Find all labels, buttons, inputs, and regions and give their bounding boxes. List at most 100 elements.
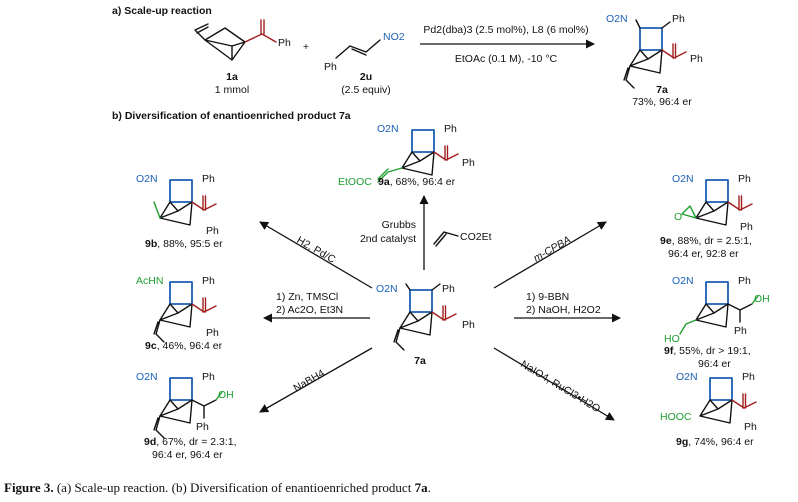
scaleup-conditions-top: Pd2(dba)3 (2.5 mol%), L8 (6 mol%) xyxy=(423,24,588,36)
arrow-to-9g xyxy=(493,347,615,421)
substrate-1a-ph: Ph xyxy=(278,37,291,49)
center-7a-ph2: Ph xyxy=(462,319,475,331)
reagent-9g: NaIO4, RuCl3•H2O xyxy=(518,358,602,415)
product-7a-result: 73%, 96:4 er xyxy=(632,96,692,108)
product-9d-ph2: Ph xyxy=(196,421,209,433)
caption-bold-end: 7a xyxy=(415,480,429,495)
diversification-heading: b) Diversification of enantioenriched pr… xyxy=(112,110,351,122)
product-9a-ester: EtOOC xyxy=(338,176,372,188)
reagent-9c-line1: 1) Zn, TMSCl xyxy=(276,291,338,303)
product-9a-ph2: Ph xyxy=(462,157,475,169)
product-9e-result-1: , 88%, dr = 2.5:1, xyxy=(672,235,752,247)
substrate-2u-amount: (2.5 equiv) xyxy=(341,84,391,96)
product-9e-caption-1: 9e, 88%, dr = 2.5:1, xyxy=(660,235,752,247)
reagent-9a-olefin xyxy=(433,231,459,247)
product-9g-caption: 9g, 74%, 96:4 er xyxy=(676,436,754,448)
substrate-1a-structure: Ph xyxy=(194,19,291,61)
product-7a-no2: O2N xyxy=(606,13,628,25)
product-9f-caption-1: 9f, 55%, dr > 19:1, xyxy=(664,345,751,357)
product-9b-ph2: Ph xyxy=(206,225,219,237)
product-9g-ph2: Ph xyxy=(744,421,757,433)
substrate-1a-label: 1a xyxy=(226,71,238,83)
arrow-to-9b xyxy=(259,221,373,289)
scaleup-heading: a) Scale-up reaction xyxy=(112,5,212,17)
substrate-2u-structure: NO2 Ph xyxy=(324,31,405,73)
caption-text: (a) Scale-up reaction. (b) Diversificati… xyxy=(54,480,415,495)
product-9e-ph2: Ph xyxy=(740,221,753,233)
product-9g-label: 9g xyxy=(676,436,688,448)
product-9g-result: , 74%, 96:4 er xyxy=(688,436,754,448)
product-9a-ph1: Ph xyxy=(444,123,457,135)
center-7a-structure xyxy=(393,283,457,351)
product-7a-label: 7a xyxy=(656,84,668,96)
product-9d-oh: OH xyxy=(218,389,234,401)
product-9a-caption: 9a, 68%, 96:4 er xyxy=(378,176,456,188)
reagent-9f-line2: 2) NaOH, H2O2 xyxy=(526,304,601,316)
product-9b-no2: O2N xyxy=(136,173,158,185)
product-9b-caption: 9b, 88%, 95:5 er xyxy=(145,238,223,250)
product-9c-caption: 9c, 46%, 96:4 er xyxy=(145,340,223,352)
product-9d-result-2: 96:4 er, 96:4 er xyxy=(152,449,223,461)
product-9f-result-1: , 55%, dr > 19:1, xyxy=(673,345,750,357)
product-9f-label: 9f xyxy=(664,345,674,357)
product-9f-ho: HO xyxy=(664,333,680,345)
product-9d-label: 9d xyxy=(144,436,156,448)
product-9d-result-1: , 67%, dr = 2.3:1, xyxy=(156,436,236,448)
product-9f-no2: O2N xyxy=(672,275,694,287)
product-9c-ph2: Ph xyxy=(206,327,219,339)
substrate-1a-amount: 1 mmol xyxy=(215,84,249,96)
product-9d-ph1: Ph xyxy=(202,371,215,383)
product-7a-structure xyxy=(623,19,687,89)
product-9d-caption-1: 9d, 67%, dr = 2.3:1, xyxy=(144,436,237,448)
caption-end: . xyxy=(428,480,431,495)
product-9g-structure xyxy=(699,377,757,424)
reagent-9d: NaBH4 xyxy=(292,367,327,394)
product-9a-no2: O2N xyxy=(377,123,399,135)
product-9e-label: 9e xyxy=(660,235,672,247)
product-9c-label: 9c xyxy=(145,340,157,352)
product-9b-label: 9b xyxy=(145,238,157,250)
reagent-9e: m-CPBA xyxy=(532,234,573,265)
reagent-9b: H2, Pd/C xyxy=(295,234,338,266)
product-7a-ph1: Ph xyxy=(672,13,685,25)
arrow-to-9d xyxy=(259,347,373,413)
product-9f-ph1: Ph xyxy=(738,275,751,287)
center-7a-label: 7a xyxy=(414,355,426,367)
substrate-2u-label: 2u xyxy=(360,71,372,83)
substrate-2u-ph: Ph xyxy=(324,61,337,73)
substrate-2u-no2: NO2 xyxy=(383,31,405,43)
arrow-to-9e xyxy=(493,221,607,289)
product-9f-ph2: Ph xyxy=(734,325,747,337)
product-9e-no2: O2N xyxy=(672,173,694,185)
product-9a-result: , 68%, 96:4 er xyxy=(390,176,456,188)
center-7a-no2: O2N xyxy=(376,283,398,295)
caption-figure-number: Figure 3. xyxy=(4,480,54,495)
product-9c-structure xyxy=(153,281,217,343)
product-7a-ph2: Ph xyxy=(690,53,703,65)
product-9g-no2: O2N xyxy=(676,371,698,383)
product-9f-oh: OH xyxy=(754,293,770,305)
product-9f-structure xyxy=(679,281,759,335)
reagent-9a-line2: 2nd catalyst xyxy=(360,233,416,245)
scaleup-conditions-bottom: EtOAc (0.1 M), -10 °C xyxy=(455,53,558,65)
product-9g-hooc: HOOC xyxy=(660,411,692,423)
reagent-9a-line1: Grubbs xyxy=(382,219,416,231)
reagent-9a-co2et: CO2Et xyxy=(460,231,492,243)
product-9e-ph1: Ph xyxy=(738,173,751,185)
product-9d-no2: O2N xyxy=(136,371,158,383)
product-9a-structure xyxy=(377,129,459,183)
product-9b-structure xyxy=(153,179,217,226)
figure-caption: Figure 3. (a) Scale-up reaction. (b) Div… xyxy=(4,480,431,495)
reagent-9f-line1: 1) 9-BBN xyxy=(526,291,569,303)
product-9g-ph1: Ph xyxy=(742,371,755,383)
reagent-9c-line2: 2) Ac2O, Et3N xyxy=(276,304,343,316)
product-9b-ph1: Ph xyxy=(202,173,215,185)
plus-sign: + xyxy=(303,41,309,53)
product-9e-result-2: 96:4 er, 92:8 er xyxy=(668,248,739,260)
product-9b-result: , 88%, 95:5 er xyxy=(157,238,223,250)
product-9e-structure xyxy=(681,179,753,226)
product-9d-structure xyxy=(153,377,223,439)
product-9c-achn: AcHN xyxy=(136,275,163,287)
product-9c-ph1: Ph xyxy=(202,275,215,287)
